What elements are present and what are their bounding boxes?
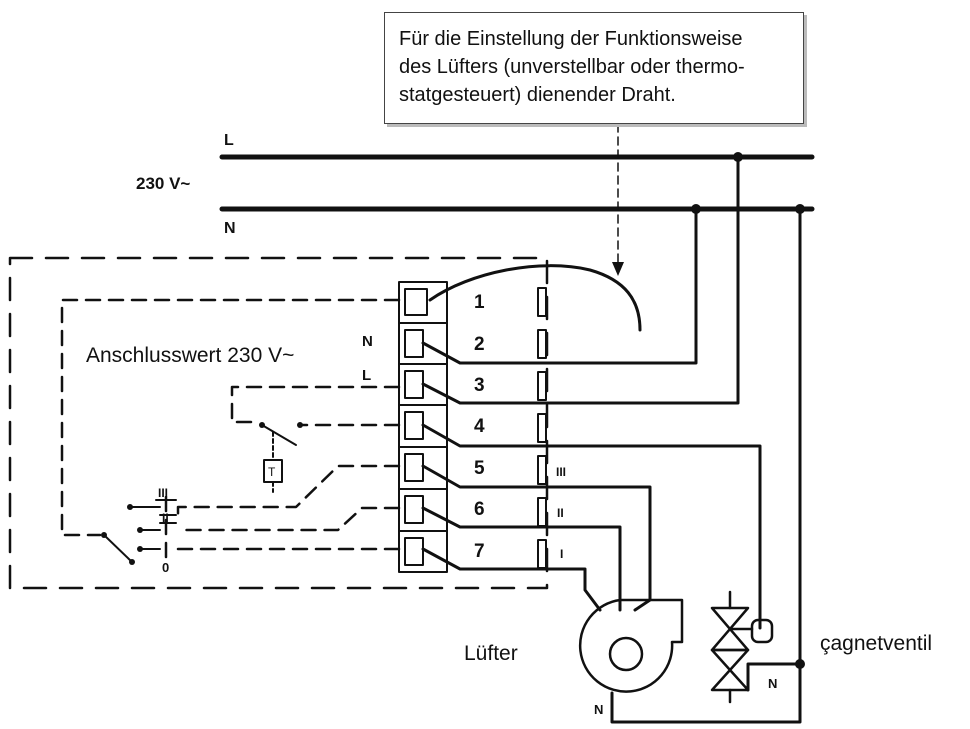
note-line-3: statgesteuert) dienender Draht. — [399, 84, 676, 106]
valve-n-mark: N — [768, 676, 777, 691]
control-box — [8, 256, 549, 590]
speed-mark-iii: III — [556, 465, 566, 479]
terminal-2: 2 — [474, 334, 485, 355]
speed-mark-ii: II — [557, 506, 564, 520]
note-line-1: Für die Einstellung der Funktionsweise — [399, 28, 743, 50]
wire-note-box: Für die Einstellung der Funktionsweise d… — [384, 12, 804, 124]
supply-voltage: 230 V~ — [136, 174, 190, 193]
speed-switch — [103, 499, 177, 563]
fan-n-mark: N — [594, 702, 603, 717]
internal-wiring — [60, 298, 401, 562]
rating-label: Anschlusswert 230 V~ — [86, 344, 294, 367]
switch-ii-label: II — [162, 511, 169, 525]
thermostat-label: T — [268, 465, 276, 479]
valve-icon — [710, 590, 774, 704]
note-line-2: des Lüfters (unverstellbar oder thermo- — [399, 56, 745, 78]
rating-l-mark: L — [362, 367, 371, 384]
switch-off-label: 0 — [162, 560, 169, 575]
terminal-6: 6 — [474, 499, 485, 520]
terminal-7: 7 — [474, 541, 485, 562]
l-label: L — [224, 132, 234, 149]
fan-icon — [578, 598, 684, 693]
terminal-1: 1 — [474, 292, 485, 313]
selector-wire — [428, 264, 642, 332]
external-wiring — [421, 155, 802, 724]
valve-label: çagnetventil — [820, 632, 932, 655]
switch-iii-label: III — [158, 486, 168, 500]
terminal-4: 4 — [474, 416, 485, 437]
rating-n-mark: N — [362, 333, 373, 350]
thermostat — [261, 424, 297, 493]
speed-mark-i: I — [560, 547, 563, 561]
terminal-3: 3 — [474, 375, 485, 396]
terminal-5: 5 — [474, 458, 485, 479]
fan-label: Lüfter — [464, 642, 518, 665]
n-label: N — [224, 220, 236, 237]
